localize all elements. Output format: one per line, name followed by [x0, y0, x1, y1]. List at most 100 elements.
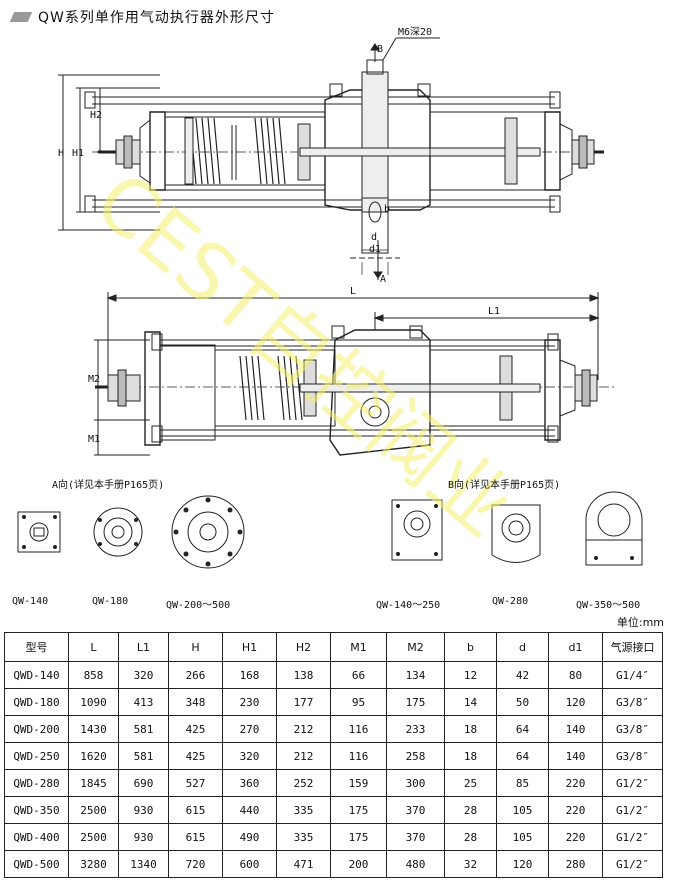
table-header-cell: H2: [276, 632, 331, 662]
table-cell: 28: [444, 796, 497, 824]
table-cell: 581: [118, 742, 169, 770]
table-cell: 159: [330, 769, 387, 797]
table-cell: QWD-200: [4, 715, 69, 743]
label-qw140: QW-140: [12, 596, 49, 607]
table-cell: QWD-180: [4, 688, 69, 716]
table-cell: 440: [222, 796, 277, 824]
table-cell: 690: [118, 769, 169, 797]
dim-m2: M2: [88, 374, 100, 385]
table-cell: G3/8″: [602, 688, 663, 716]
table-cell: 858: [68, 661, 119, 689]
table-cell: 120: [548, 688, 603, 716]
table-header-cell: 气源接口: [602, 632, 663, 662]
table-cell: 116: [330, 742, 387, 770]
table-cell: 2500: [68, 823, 119, 851]
table-header-cell: b: [444, 632, 497, 662]
table-cell: 300: [386, 769, 445, 797]
table-cell: 581: [118, 715, 169, 743]
table-header-cell: 型号: [4, 632, 69, 662]
table-cell: 471: [276, 850, 331, 878]
label-qw350-500: QW-350～500: [576, 600, 641, 611]
table-cell: 177: [276, 688, 331, 716]
table-cell: G1/2″: [602, 769, 663, 797]
table-header-cell: H: [168, 632, 223, 662]
table-cell: 1340: [118, 850, 169, 878]
view-qw200-500: [171, 495, 245, 569]
table-cell: 80: [548, 661, 603, 689]
table-cell: 64: [496, 715, 549, 743]
table-cell: QWD-500: [4, 850, 69, 878]
table-cell: 335: [276, 823, 331, 851]
view-b-caption: B向(详见本手册P165页): [448, 480, 561, 491]
table-cell: 138: [276, 661, 331, 689]
table-header-cell: d: [496, 632, 549, 662]
table-cell: 335: [276, 796, 331, 824]
table-cell: 18: [444, 715, 497, 743]
table-cell: 220: [548, 823, 603, 851]
table-cell: 490: [222, 823, 277, 851]
table-cell: 66: [330, 661, 387, 689]
table-cell: 2500: [68, 796, 119, 824]
label-qw180: QW-180: [92, 596, 129, 607]
table-cell: 527: [168, 769, 223, 797]
dim-d: d: [371, 232, 377, 243]
table-cell: 134: [386, 661, 445, 689]
table-cell: 200: [330, 850, 387, 878]
table-cell: 252: [276, 769, 331, 797]
table-cell: 105: [496, 823, 549, 851]
table-cell: 64: [496, 742, 549, 770]
table-cell: 175: [386, 688, 445, 716]
table-cell: 140: [548, 715, 603, 743]
dim-h: H: [58, 148, 64, 159]
table-cell: QWD-280: [4, 769, 69, 797]
table-cell: 930: [118, 823, 169, 851]
table-cell: 1430: [68, 715, 119, 743]
dim-d1: d1: [369, 244, 381, 255]
table-cell: 175: [330, 823, 387, 851]
table-cell: 320: [222, 742, 277, 770]
view-qw140: [17, 511, 61, 553]
table-cell: 212: [276, 715, 331, 743]
table-cell: 720: [168, 850, 223, 878]
table-cell: 105: [496, 796, 549, 824]
table-cell: 120: [496, 850, 549, 878]
table-cell: 220: [548, 796, 603, 824]
unit-label: 单位:mm: [616, 616, 664, 629]
table-cell: QWD-400: [4, 823, 69, 851]
table-cell: G1/2″: [602, 850, 663, 878]
table-cell: 168: [222, 661, 277, 689]
table-cell: 85: [496, 769, 549, 797]
table-cell: 280: [548, 850, 603, 878]
table-cell: QWD-350: [4, 796, 69, 824]
table-cell: 220: [548, 769, 603, 797]
table-cell: 600: [222, 850, 277, 878]
table-cell: G1/2″: [602, 796, 663, 824]
table-cell: 3280: [68, 850, 119, 878]
table-cell: 28: [444, 823, 497, 851]
view-b-qw280: [491, 504, 541, 563]
top-section-view: [58, 37, 604, 280]
table-cell: 42: [496, 661, 549, 689]
table-cell: QWD-140: [4, 661, 69, 689]
table-cell: 370: [386, 796, 445, 824]
view-b-qw140-250: [391, 499, 443, 561]
table-cell: 266: [168, 661, 223, 689]
table-cell: 348: [168, 688, 223, 716]
table-cell: 425: [168, 715, 223, 743]
table-cell: 32: [444, 850, 497, 878]
bottom-section-view: [94, 292, 615, 456]
dim-l1: L1: [488, 306, 500, 317]
dim-h1: H1: [72, 148, 84, 159]
table-cell: QWD-250: [4, 742, 69, 770]
table-header-cell: d1: [548, 632, 603, 662]
page-title-row: QW系列单作用气动执行器外形尺寸: [8, 6, 275, 28]
table-cell: 95: [330, 688, 387, 716]
technical-drawing: M6深20 B A H H1 H2 b d d1 L L1 M2 M1: [17, 26, 643, 569]
